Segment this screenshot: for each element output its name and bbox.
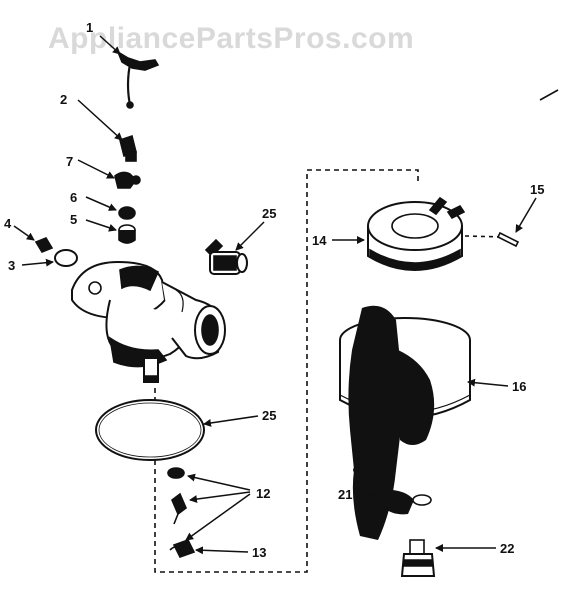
leader-12c [185, 493, 251, 541]
callout-25-gasket: 25 [262, 408, 276, 423]
part-4-plug [34, 237, 54, 253]
leader-25b [203, 415, 259, 427]
part-6-o-ring [118, 206, 136, 220]
watermark: AppliancePartsPros.com [48, 22, 415, 55]
callout-21: 21 [338, 487, 352, 502]
leader-7 [77, 159, 115, 179]
leader-13 [195, 546, 249, 555]
leader-15 [515, 197, 537, 233]
callout-12: 12 [256, 486, 270, 501]
callout-2: 2 [60, 92, 67, 107]
washer [412, 494, 432, 506]
part-5-bushing [118, 224, 136, 244]
callout-13: 13 [252, 545, 266, 560]
part-1-throttle-link [116, 50, 160, 109]
part-7-fitting [114, 171, 141, 189]
leader-6 [85, 196, 117, 211]
part-21-float [348, 305, 435, 540]
leader-3 [21, 258, 54, 267]
leader-12b [189, 491, 251, 504]
callout-16: 16 [512, 379, 526, 394]
callout-15: 15 [530, 182, 544, 197]
callout-22: 22 [500, 541, 514, 556]
part-22-bowl-nut [400, 539, 436, 577]
part-14-float-ring [367, 196, 466, 271]
leader-12a [187, 473, 251, 491]
leader-4 [13, 225, 35, 241]
callout-6: 6 [70, 190, 77, 205]
callout-5: 5 [70, 212, 77, 227]
leader-16 [467, 378, 509, 387]
edge-tick-mark [539, 89, 559, 101]
leader-2 [77, 99, 123, 141]
part-3-disc [54, 249, 78, 267]
callout-1: 1 [86, 20, 93, 35]
part-2-screw [119, 134, 137, 162]
callout-4: 4 [4, 216, 12, 231]
callout-14: 14 [312, 233, 327, 248]
dashed-guide-right [424, 234, 506, 238]
part-12-needle-hardware [167, 467, 187, 525]
part-13-spring-clip [169, 539, 196, 558]
callout-3: 3 [8, 258, 15, 273]
callout-7: 7 [66, 154, 73, 169]
leader-25a [235, 221, 265, 251]
part-25-inlet-fitting [204, 238, 248, 275]
part-15-pin [496, 231, 520, 248]
leader-5 [85, 219, 117, 232]
callout-25-fitting: 25 [262, 206, 276, 221]
leader-1 [99, 35, 121, 55]
part-25-gasket [95, 399, 205, 461]
dashed-frame-left [154, 169, 419, 573]
carburetor-body [71, 260, 226, 383]
